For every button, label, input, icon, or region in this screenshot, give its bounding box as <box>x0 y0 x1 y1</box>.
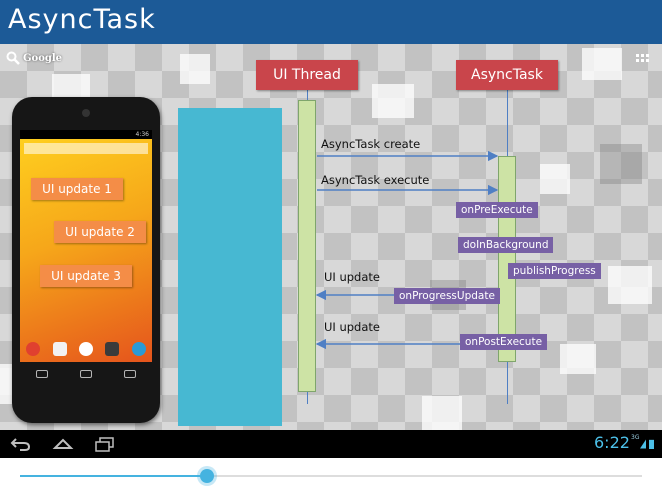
app-drawer-icon <box>78 341 93 356</box>
signal-icon <box>640 439 646 449</box>
camera-app-icon <box>105 341 120 356</box>
ui-update-2-box: UI update 2 <box>54 221 146 243</box>
asynctask-header: AsyncTask <box>456 60 558 90</box>
method-on-progress-update: onProgressUpdate <box>394 288 500 304</box>
phone-recents-icon <box>124 370 136 378</box>
ui-thread-activation <box>298 100 316 392</box>
method-on-post-execute: onPostExecute <box>460 334 548 350</box>
phone-status-bar: 4:36 <box>20 130 152 139</box>
msg-ui-update-2: UI update <box>324 320 380 334</box>
sequence-arrows <box>315 150 499 350</box>
recents-icon[interactable] <box>94 436 116 452</box>
bg-tile <box>608 266 652 304</box>
diagram-stage: Google 4:36 UI update 1 UI upda <box>0 44 662 430</box>
bg-tile <box>560 344 596 374</box>
battery-icon <box>649 439 654 449</box>
system-clock: 6:22 <box>594 433 630 452</box>
bg-tile <box>372 84 414 118</box>
method-publish-progress: publishProgress <box>508 263 601 279</box>
apps-grid-icon[interactable] <box>636 54 650 66</box>
window-title: AsyncTask <box>8 4 156 35</box>
phone-clock: 4:36 <box>135 131 149 138</box>
system-bar: 6:22 3G <box>0 430 662 458</box>
back-icon[interactable] <box>10 436 32 452</box>
msg-ui-update-1: UI update <box>324 270 380 284</box>
gmail-app-icon <box>52 341 67 356</box>
google-search-widget[interactable]: Google <box>6 50 62 66</box>
progress-thumb[interactable] <box>199 469 214 483</box>
bg-tile <box>600 144 642 184</box>
network-status: 3G <box>631 434 640 441</box>
bg-tile <box>422 396 462 430</box>
ui-thread-header: UI Thread <box>256 60 358 90</box>
msg-asynctask-execute: AsyncTask execute <box>321 173 430 187</box>
bg-tile <box>180 54 210 84</box>
phone-app-icon <box>131 341 146 356</box>
phone-nav-bar <box>20 363 152 385</box>
home-icon[interactable] <box>52 436 74 452</box>
bg-tile <box>582 48 622 80</box>
title-bar: AsyncTask <box>0 0 662 44</box>
progress-fill <box>20 475 207 477</box>
phone-screen: 4:36 <box>20 130 152 362</box>
method-do-in-background: doInBackground <box>458 237 554 253</box>
phone-dock <box>20 335 152 362</box>
phone-mockup: 4:36 <box>12 97 160 423</box>
msg-asynctask-create: AsyncTask create <box>321 137 421 151</box>
google-search-label: Google <box>23 52 63 64</box>
method-on-pre-execute: onPreExecute <box>456 202 538 218</box>
phone-back-icon <box>36 370 48 378</box>
progress-track[interactable] <box>20 469 642 483</box>
search-icon <box>6 51 20 65</box>
video-progress <box>0 458 662 496</box>
phone-home-icon <box>80 370 92 378</box>
ui-update-3-box: UI update 3 <box>40 265 132 287</box>
bg-tile <box>0 364 14 404</box>
phone-camera <box>82 109 90 117</box>
phone-search-bar <box>24 143 148 154</box>
ui-update-1-box: UI update 1 <box>31 178 123 200</box>
bg-tile <box>540 164 570 194</box>
chrome-app-icon <box>26 341 41 356</box>
blue-panel <box>178 108 282 426</box>
